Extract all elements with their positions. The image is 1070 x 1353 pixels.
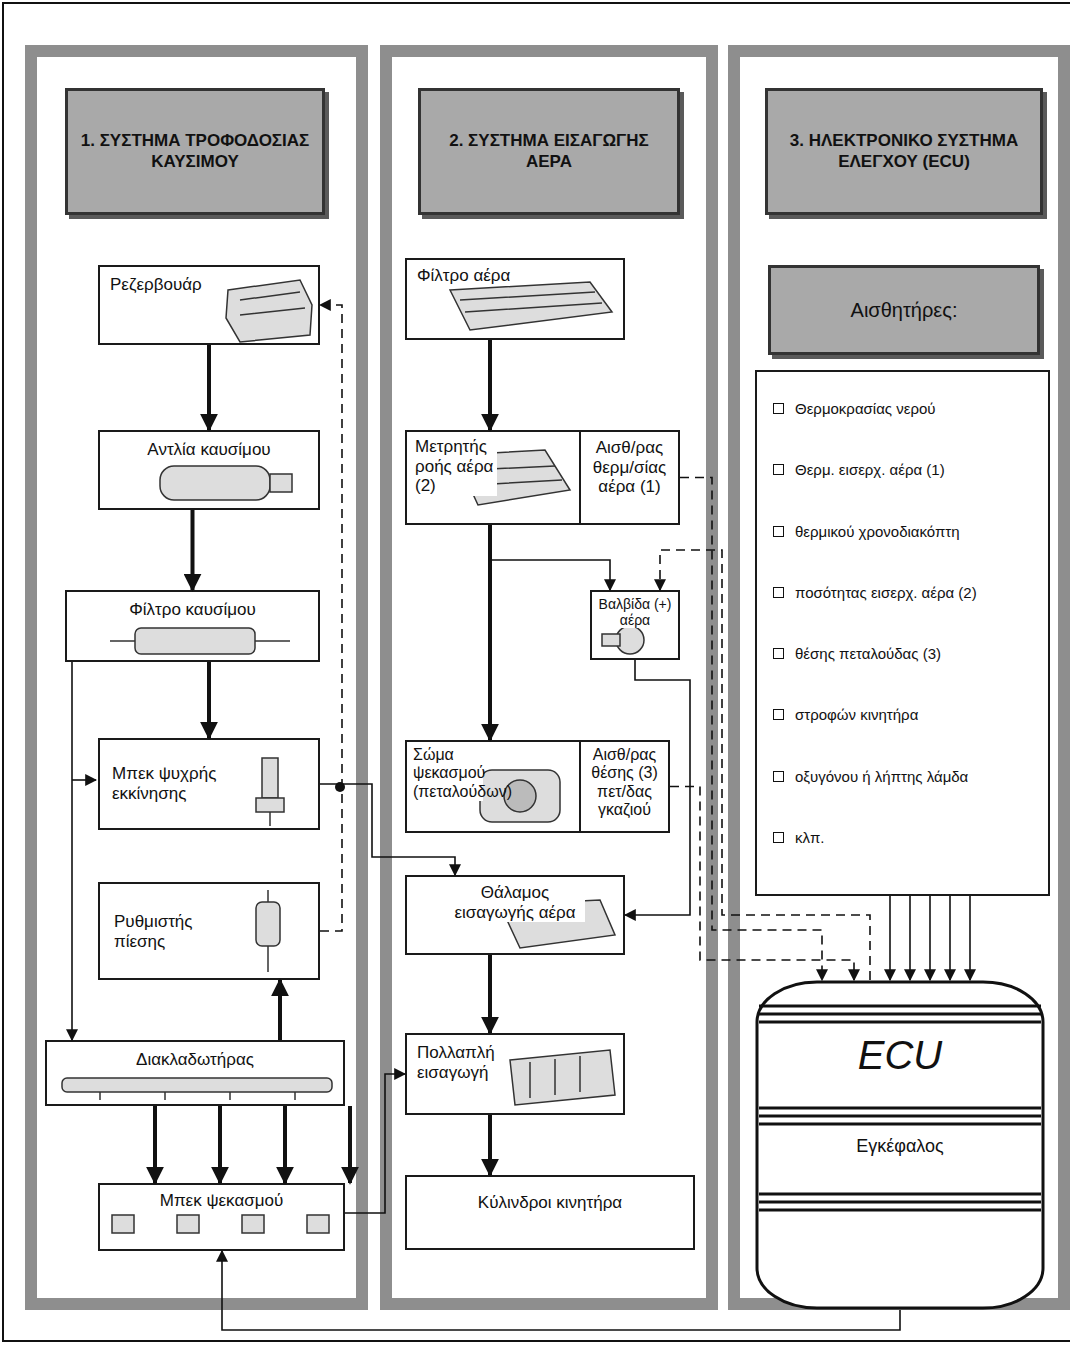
connector-line — [283, 1106, 287, 1183]
group-heading: Αισθητήρες: — [768, 265, 1040, 355]
flow-arrow — [209, 662, 210, 738]
connector-line — [207, 345, 211, 430]
system-column: 1. ΣΥΣΤΗΜΑ ΤΡΟΦΟΔΟΣΙΑΣ ΚΑΥΣΙΜΟΥ Ρεζερβουά… — [25, 45, 368, 1310]
connector-line — [660, 550, 870, 980]
system-column: 2. ΣΥΣΤΗΜΑ ΕΙΣΑΓΩΓΗΣ ΑΕΡΑ Φίλτρο αέραΜετρ… — [380, 45, 718, 1310]
connector-line — [969, 896, 971, 980]
component-label: Φίλτρο αέρα — [417, 266, 510, 286]
flow-arrow — [490, 1115, 491, 1175]
flow-arrow — [192, 510, 193, 590]
sensor-item: ποσότητας εισερχ. αέρα (2) — [771, 584, 977, 601]
signal-line — [680, 478, 822, 981]
component-label: Εγκέφαλος — [856, 1136, 944, 1157]
component-label: Ρεζερβουάρ — [110, 275, 202, 295]
component-box: Μπεκ ψυχρής εκκίνησης — [98, 738, 320, 830]
flow-arrow — [320, 784, 455, 875]
sensor-box: Αισθ/ρας θερμ/σίας αέρα (1) — [579, 430, 680, 525]
sensor-item: κλπ. — [771, 829, 825, 846]
component-label: Φίλτρο καυσίμου — [129, 600, 256, 620]
component-label: Διακλαδωτήρας — [136, 1050, 254, 1070]
component-label: Σώμα ψεκασμού (πεταλούδων) — [413, 746, 483, 801]
connector-line — [207, 662, 211, 738]
flow-arrow — [155, 1106, 350, 1183]
connector-line — [670, 787, 854, 981]
component-label: ECU — [858, 1032, 942, 1078]
component-label: Αισθ/ρας θερμ/σίας αέρα (1) — [585, 438, 674, 497]
component-box: Ρυθμιστής πίεσης — [98, 882, 320, 980]
connector-line — [71, 662, 73, 1040]
flow-arrow — [490, 340, 491, 430]
flow-arrow — [345, 1074, 405, 1213]
component-label: Θάλαμος εισαγωγής αέρα — [445, 883, 585, 922]
component-label: Μπεκ ψεκασμού — [160, 1191, 284, 1211]
sensor-item: Θερμοκρασίας νερού — [771, 400, 936, 417]
flow-arrow — [222, 1251, 900, 1330]
component-label: Αισθητήρες: — [851, 299, 958, 322]
flow-arrow — [490, 525, 610, 590]
connector-line — [218, 1106, 222, 1183]
component-label: Αισθ/ρας θέσης (3) πετ/δας γκαζιού — [583, 746, 666, 820]
connector-line — [625, 660, 690, 915]
flow-arrow — [72, 662, 73, 1040]
connector-line — [929, 896, 931, 980]
system-column: 3. ΗΛΕΚΤΡΟΝΙΚΟ ΣΥΣΤΗΜΑ ΕΛΕΓΧΟΥ (ECU) Αισθ… — [728, 45, 1070, 1310]
connector-line — [191, 510, 195, 590]
sensor-box: Αισθ/ρας θέσης (3) πετ/δας γκαζιού — [579, 740, 670, 833]
connector-line — [153, 1106, 157, 1183]
connector-line — [490, 525, 610, 590]
connector-line — [680, 478, 822, 981]
component-label: Βαλβίδα (+) αέρα — [595, 596, 675, 628]
section-heading: 1. ΣΥΣΤΗΜΑ ΤΡΟΦΟΔΟΣΙΑΣ ΚΑΥΣΙΜΟΥ — [65, 88, 325, 215]
connector-line — [348, 1106, 352, 1183]
sensor-item: θερμικού χρονοδιακόπτη — [771, 523, 960, 540]
flow-arrow — [890, 896, 970, 980]
component-label: Πολλαπλή εισαγωγή — [417, 1043, 507, 1082]
connector-line — [320, 305, 342, 931]
connector-line — [949, 896, 951, 980]
component-box: Κύλινδροι κινητήρα — [405, 1175, 695, 1250]
signal-line — [660, 550, 870, 980]
section-heading: 2. ΣΥΣΤΗΜΑ ΕΙΣΑΓΩΓΗΣ ΑΕΡΑ — [418, 88, 680, 215]
sensor-list: Θερμοκρασίας νερούΘερμ. εισερχ. αέρα (1)… — [755, 370, 1050, 896]
connector-line — [488, 955, 492, 1033]
connector-line — [222, 1251, 900, 1330]
component-label: Αντλία καυσίμου — [147, 440, 270, 460]
component-label: Μετρητής ροής αέρα (2) — [415, 437, 497, 496]
flow-arrow — [490, 955, 491, 1033]
ecu-unit: ECU Εγκέφαλος — [755, 980, 1045, 1310]
connector-line — [278, 980, 282, 1040]
flow-arrow — [280, 980, 281, 1040]
sensor-item: Θερμ. εισερχ. αέρα (1) — [771, 461, 945, 478]
component-label: Ρυθμιστής πίεσης — [114, 912, 244, 951]
sensor-item: στροφών κινητήρα — [771, 706, 918, 723]
section-heading: 3. ΗΛΕΚΤΡΟΝΙΚΟ ΣΥΣΤΗΜΑ ΕΛΕΓΧΟΥ (ECU) — [765, 88, 1043, 215]
signal-line — [320, 305, 342, 931]
sensor-item: οξυγόνου ή λήπτης λάμδα — [771, 768, 968, 785]
connector-line — [488, 1115, 492, 1175]
flow-arrow — [625, 660, 690, 915]
connector-line — [320, 784, 455, 875]
sensor-item: θέσης πεταλούδας (3) — [771, 645, 941, 662]
connector-line — [909, 896, 911, 980]
connector-line — [488, 340, 492, 430]
connector-line — [345, 1074, 405, 1213]
signal-line — [670, 787, 854, 981]
flow-arrow — [209, 345, 210, 430]
connector-line — [889, 896, 891, 980]
component-label: Κύλινδροι κινητήρα — [478, 1193, 622, 1213]
component-label: Μπεκ ψυχρής εκκίνησης — [112, 764, 252, 803]
component-box: Διακλαδωτήρας — [45, 1040, 345, 1106]
